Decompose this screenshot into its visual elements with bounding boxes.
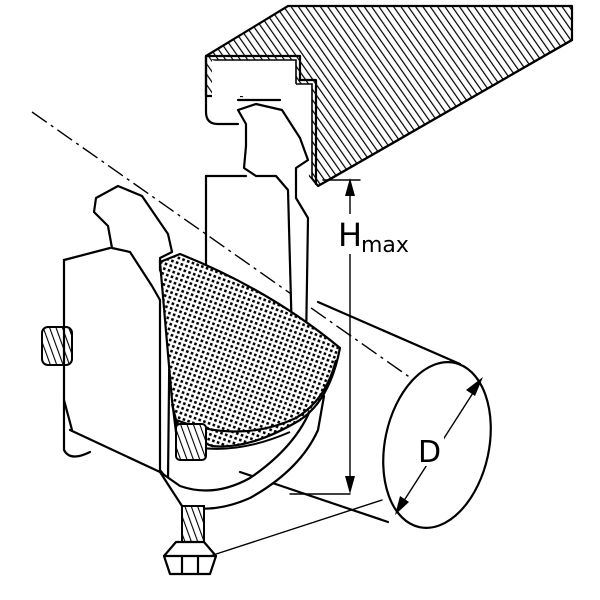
pipe-centerline bbox=[31, 111, 446, 403]
left-thread-stub bbox=[41, 326, 73, 366]
hmax-label-sub: max bbox=[361, 233, 409, 258]
clamp-bolt bbox=[162, 423, 218, 576]
projection-line-bottom bbox=[209, 499, 383, 557]
hmax-label-main: H bbox=[338, 216, 362, 254]
diameter-label: D bbox=[418, 435, 441, 470]
